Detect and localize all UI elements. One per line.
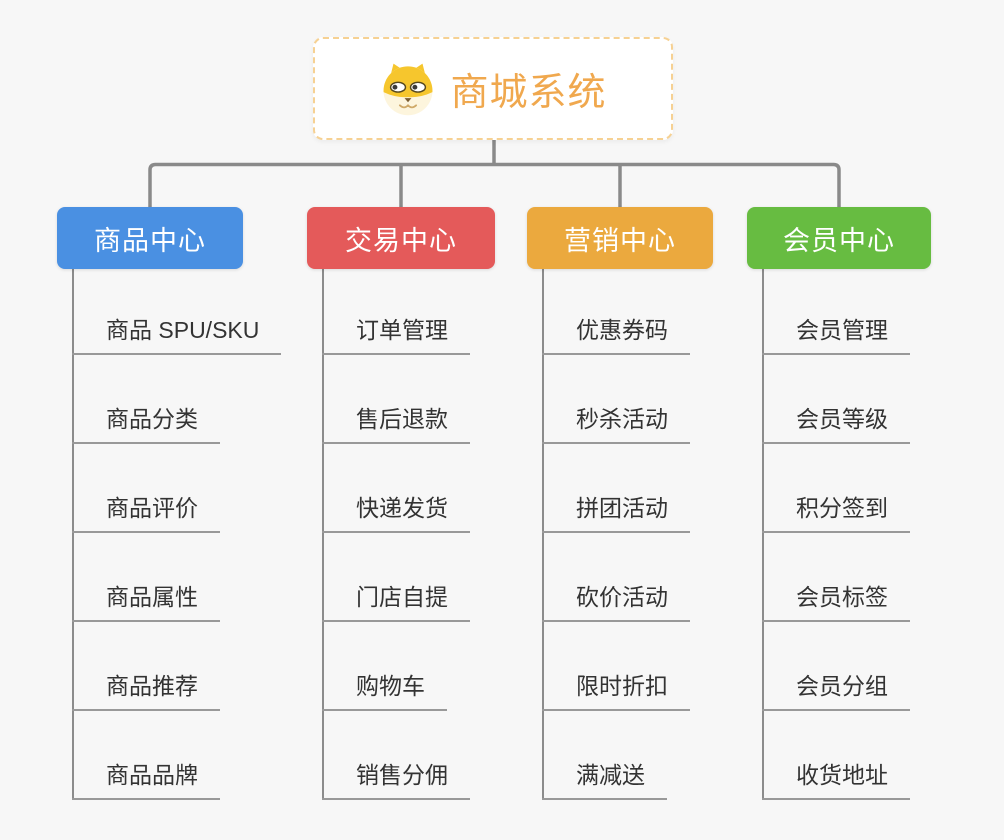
leaf-item[interactable]: 商品品牌 (72, 758, 220, 800)
leaf-item[interactable]: 积分签到 (762, 491, 910, 533)
leaf-item[interactable]: 商品分类 (72, 402, 220, 444)
leaf-item[interactable]: 快递发货 (322, 491, 470, 533)
leaf-item[interactable]: 会员管理 (762, 313, 910, 355)
branch-node-marketing-center[interactable]: 营销中心 (527, 207, 713, 269)
branch-node-member-center[interactable]: 会员中心 (747, 207, 931, 269)
branch-label: 会员中心 (783, 225, 895, 256)
leaf-item[interactable]: 秒杀活动 (542, 402, 690, 444)
leaf-item[interactable]: 销售分佣 (322, 758, 470, 800)
leaf-item[interactable]: 商品 SPU/SKU (72, 313, 282, 355)
leaf-item[interactable]: 订单管理 (322, 313, 470, 355)
leaf-item[interactable]: 会员等级 (762, 402, 910, 444)
leaf-item[interactable]: 会员标签 (762, 580, 910, 622)
leaf-item[interactable]: 商品评价 (72, 491, 220, 533)
branch-node-product-center[interactable]: 商品中心 (57, 207, 243, 269)
branch-label: 商品中心 (94, 225, 206, 256)
leaf-item[interactable]: 收货地址 (762, 758, 910, 800)
branch-label: 营销中心 (564, 225, 676, 256)
leaf-item[interactable]: 拼团活动 (542, 491, 690, 533)
leaf-item[interactable]: 商品推荐 (72, 669, 220, 711)
leaf-item[interactable]: 限时折扣 (542, 669, 690, 711)
leaf-item[interactable]: 门店自提 (322, 580, 470, 622)
leaf-item[interactable]: 砍价活动 (542, 580, 690, 622)
leaf-item[interactable]: 售后退款 (322, 402, 470, 444)
leaf-item[interactable]: 购物车 (322, 669, 447, 711)
leaf-item[interactable]: 会员分组 (762, 669, 910, 711)
leaf-item[interactable]: 商品属性 (72, 580, 220, 622)
dog-face-icon (384, 63, 433, 115)
branch-node-trade-center[interactable]: 交易中心 (307, 207, 495, 269)
leaf-item[interactable]: 优惠券码 (542, 313, 690, 355)
root-node[interactable]: 商城系统 (313, 37, 673, 140)
leaf-item[interactable]: 满减送 (542, 758, 667, 800)
branch-label: 交易中心 (345, 225, 457, 256)
root-title: 商城系统 (450, 72, 607, 114)
